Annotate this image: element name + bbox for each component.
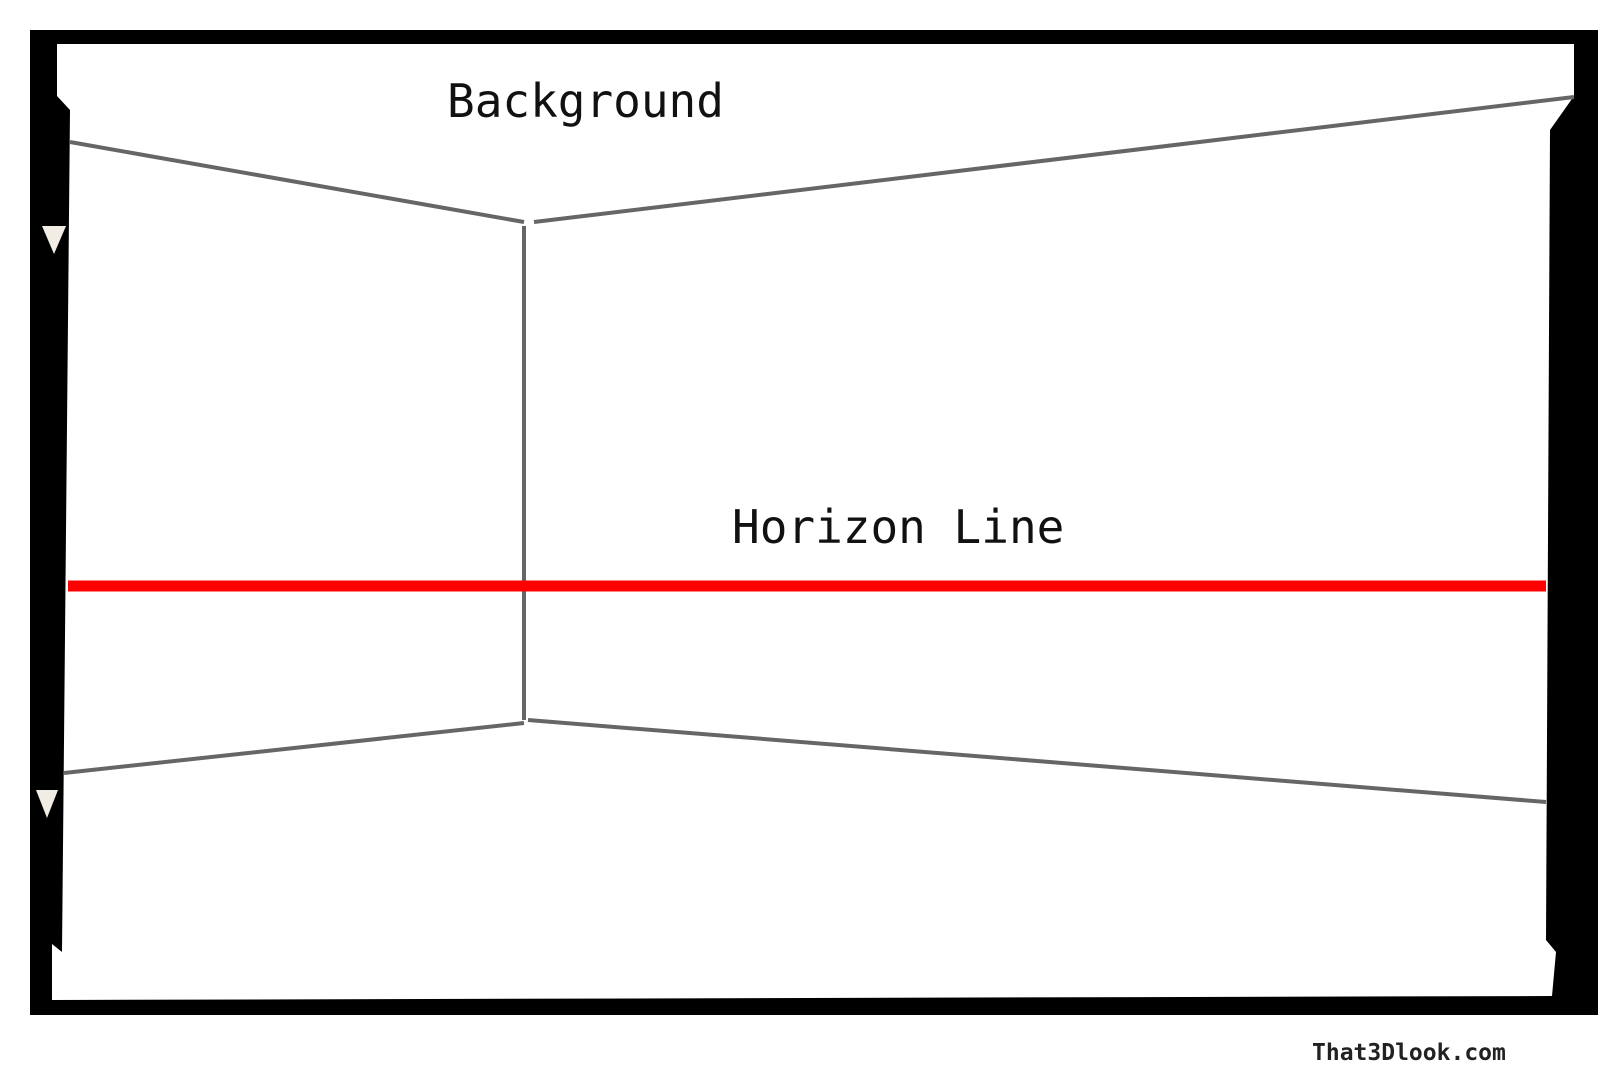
horizon-line-label: Horizon Line: [732, 500, 1065, 554]
floor-left-line: [63, 721, 525, 775]
floor-right-line: [527, 718, 1547, 804]
triangle-down-icon: [36, 790, 58, 818]
background-label: Background: [447, 74, 724, 128]
canvas-area: [52, 44, 1574, 1000]
watermark-text: That3Dlook.com: [1312, 1040, 1506, 1066]
triangle-down-icon: [42, 226, 66, 254]
ceiling-left-line: [69, 140, 525, 224]
ceiling-right-line: [533, 95, 1575, 224]
